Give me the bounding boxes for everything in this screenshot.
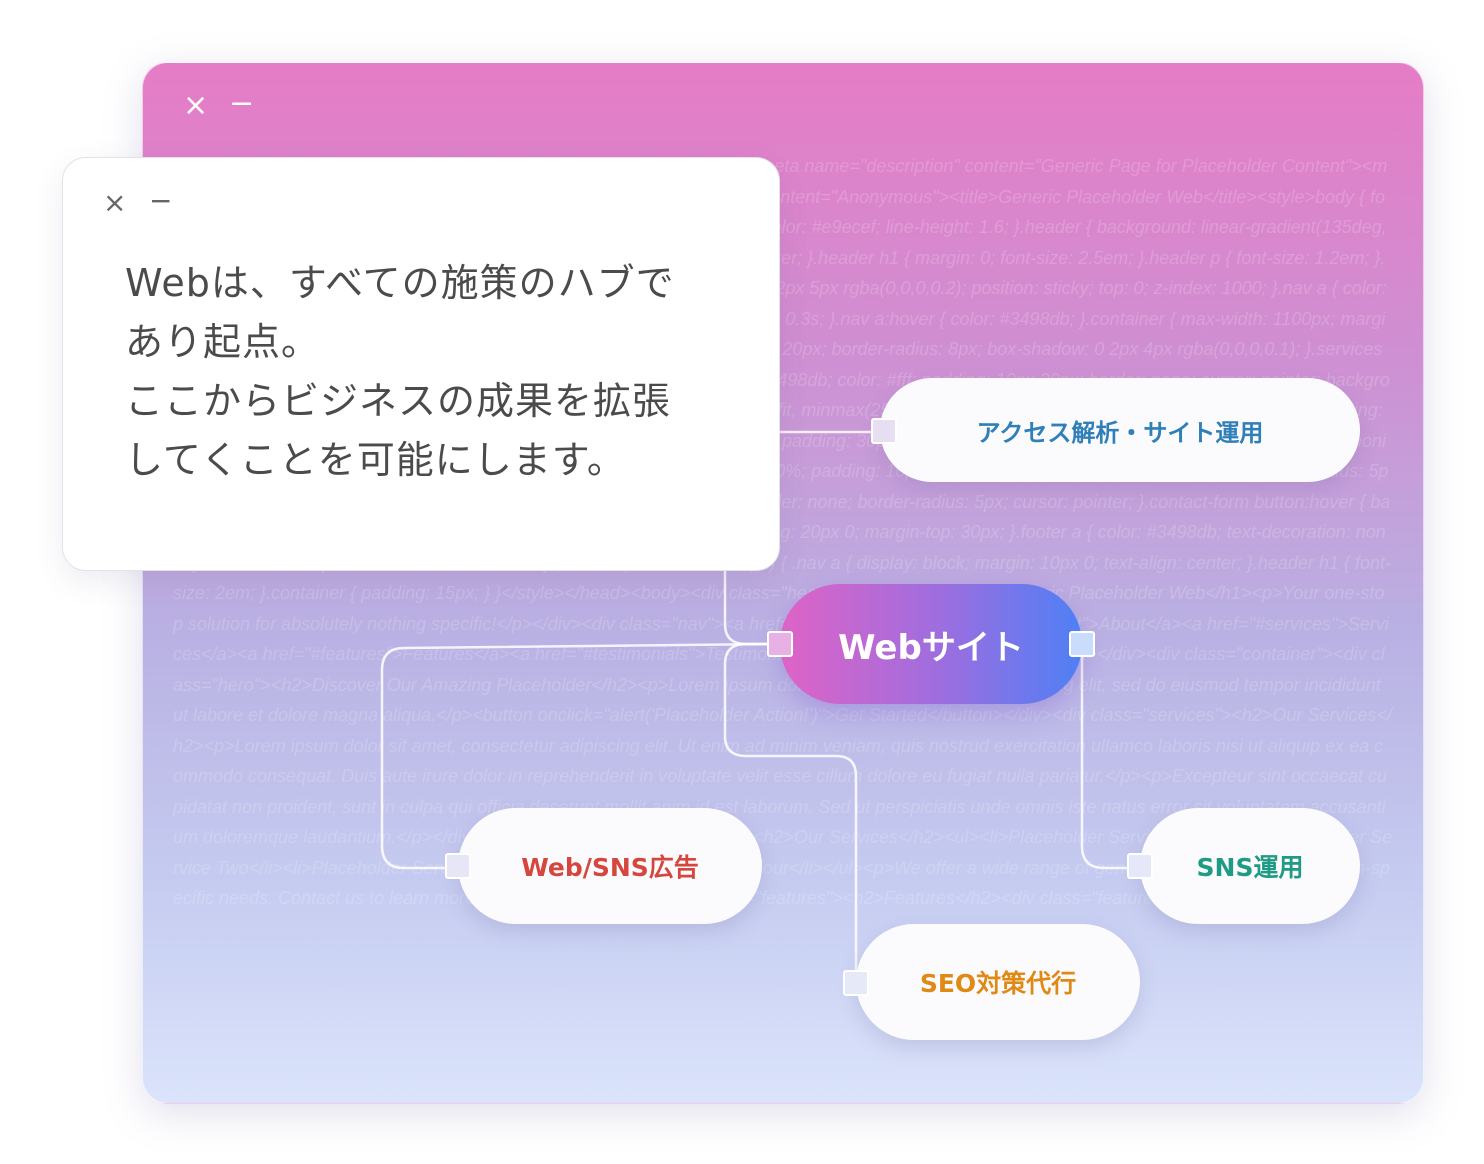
port-sns: [1127, 853, 1153, 879]
minimize-icon[interactable]: −: [229, 86, 255, 121]
node-label: アクセス解析・サイト運用: [976, 418, 1264, 447]
node-label: Webサイト: [838, 627, 1024, 668]
node-label: SNS運用: [1196, 853, 1304, 882]
connector-center-to-ads: [380, 642, 781, 870]
node-access-analytics: アクセス解析・サイト運用: [880, 378, 1360, 482]
message-line: ここからビジネスの成果を拡張: [125, 379, 672, 423]
port-seo: [843, 970, 869, 996]
connector-center-to-seo: [723, 642, 858, 984]
close-icon[interactable]: ×: [103, 186, 127, 219]
node-web-sns-ads: Web/SNS広告: [458, 808, 762, 924]
node-seo-service: SEO対策代行: [856, 924, 1140, 1040]
node-website-hub: Webサイト: [780, 584, 1082, 704]
node-label: Web/SNS広告: [521, 853, 699, 882]
message-text: Webは、すべての施策のハブで あり起点。 ここからビジネスの成果を拡張 してく…: [125, 254, 745, 490]
minimize-icon[interactable]: −: [149, 184, 173, 217]
node-sns-operation: SNS運用: [1140, 808, 1360, 924]
port-access: [871, 418, 897, 444]
node-label: SEO対策代行: [919, 969, 1077, 998]
port-center-right: [1069, 631, 1095, 657]
message-line: してくことを可能にします。: [125, 438, 626, 482]
message-window: × − Webは、すべての施策のハブで あり起点。 ここからビジネスの成果を拡張…: [62, 157, 780, 571]
port-center-left: [767, 631, 793, 657]
port-ads: [445, 853, 471, 879]
close-icon[interactable]: ×: [183, 88, 209, 123]
connector-center-to-sns: [1080, 644, 1140, 870]
message-line: あり起点。: [125, 320, 321, 364]
message-line: Webは、すべての施策のハブで: [125, 261, 675, 305]
